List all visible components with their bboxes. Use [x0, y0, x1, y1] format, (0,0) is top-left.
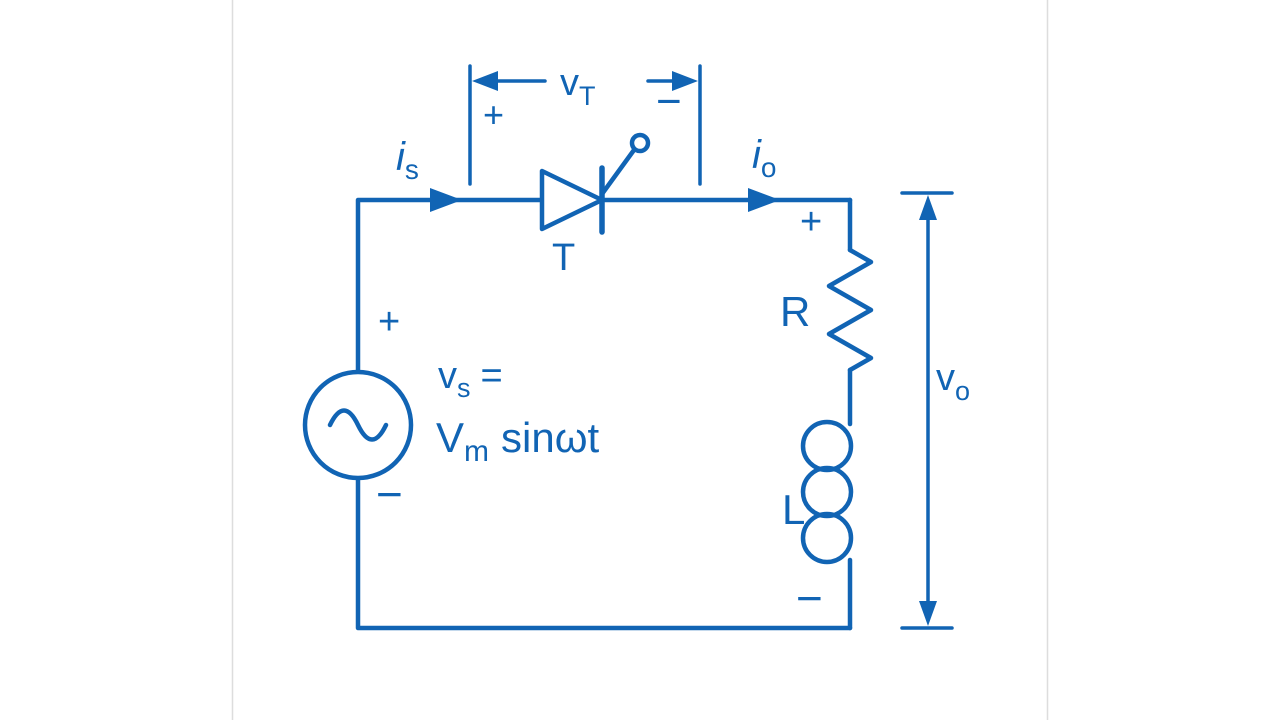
- sine-wave-icon: [327, 408, 389, 442]
- inductor-label: L: [782, 486, 805, 533]
- thyristor-gate-lead: [599, 147, 637, 197]
- inductor-icon: [800, 419, 854, 565]
- thyristor-voltage-minus: −: [656, 77, 682, 126]
- vt-left-arrowhead-icon: [472, 71, 498, 91]
- output-current-label: io: [752, 133, 776, 183]
- thyristor-voltage-measure: [468, 64, 702, 186]
- vo-bottom-arrowhead-icon: [919, 601, 937, 626]
- thyristor-gate-terminal: [629, 132, 651, 154]
- wire-top-left: [355, 197, 853, 375]
- thyristor-label: T: [552, 237, 575, 279]
- resistor-icon: [826, 247, 874, 373]
- source-current-label: is: [396, 135, 419, 185]
- thyristor-icon: [539, 132, 651, 235]
- source-current-arrow-icon: [430, 188, 462, 212]
- load-plus: +: [800, 201, 822, 243]
- inductor-loop: [800, 419, 854, 473]
- ac-voltage-source-icon: [302, 369, 414, 481]
- inductor-loop: [800, 511, 854, 565]
- output-voltage-label: vo: [936, 357, 970, 406]
- thyristor-voltage-plus: +: [483, 94, 504, 135]
- vt-right-arrowhead-icon: [672, 71, 698, 91]
- output-voltage-measure: [900, 191, 954, 630]
- load-minus: −: [796, 572, 823, 624]
- vo-top-arrowhead-icon: [919, 195, 937, 220]
- thyristor-voltage-label: vT: [560, 62, 596, 111]
- circuit-wires: [355, 197, 853, 631]
- source-voltage-label: vs=: [438, 355, 503, 403]
- inductor-loop: [800, 465, 854, 519]
- output-current-arrow-icon: [748, 188, 780, 212]
- source-plus: +: [378, 301, 400, 343]
- resistor-label: R: [780, 288, 810, 335]
- thyristor-triangle: [539, 168, 605, 232]
- wire-bottom: [355, 475, 853, 631]
- source-minus: −: [376, 468, 403, 520]
